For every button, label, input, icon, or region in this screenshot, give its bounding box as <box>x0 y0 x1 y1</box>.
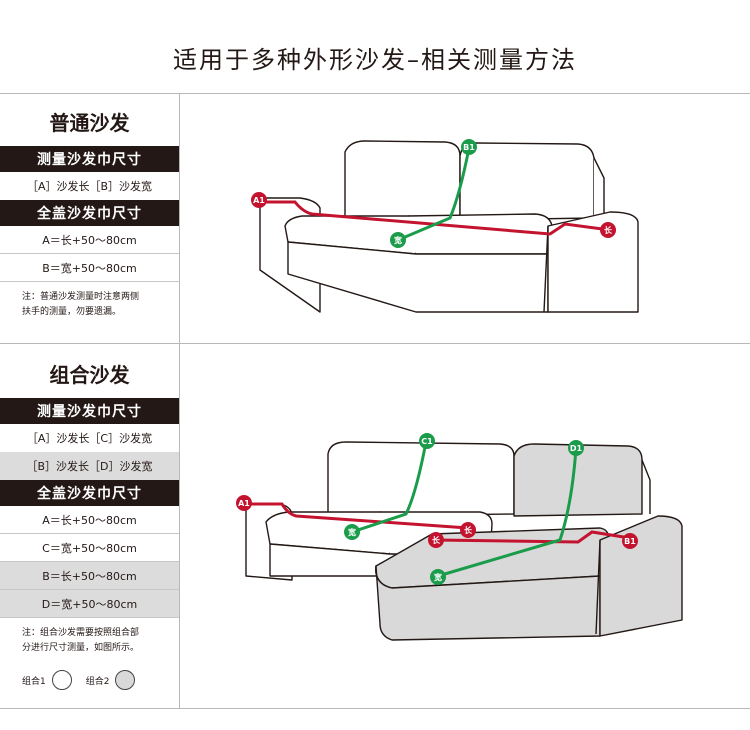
section1-panel: 普通沙发 测量沙发巾尺寸 ［A］沙发长［B］沙发宽 全盖沙发巾尺寸 A＝长+50… <box>0 96 179 320</box>
section2-note: 注：组合沙发需要按照组合部 分进行尺寸测量，如图所示。 <box>0 618 179 656</box>
legend-swatch-white <box>51 670 72 690</box>
combination-sofa-width-line-d <box>437 447 578 578</box>
regular-sofa-length-line <box>263 200 611 236</box>
section1-measure-bar: 测量沙发巾尺寸 <box>0 146 179 172</box>
combo-marker-a1-label: A1 <box>238 499 250 508</box>
marker-b1-label: B1 <box>463 143 475 152</box>
marker-width: 宽 <box>390 232 406 248</box>
section2-heading: 组合沙发 <box>49 362 130 387</box>
combo-marker-c1: C1 <box>419 433 435 449</box>
section1-row-a: A＝长+50～80cm <box>0 226 179 254</box>
divider-middle <box>0 343 750 344</box>
legend-label-1: 组合1 <box>22 676 46 687</box>
divider-top <box>0 93 750 94</box>
combo-marker-b1-label: B1 <box>624 537 636 546</box>
combo-marker-b1: B1 <box>622 533 638 549</box>
section1-note-line1: 注：普通沙发测量时注意两侧 <box>22 292 140 302</box>
marker-b1: B1 <box>461 139 477 155</box>
marker-length-label: 长 <box>604 225 613 235</box>
combo-marker-width-2: 宽 <box>430 569 446 585</box>
combination-sofa-length-line-a <box>246 502 469 530</box>
section1-measure-row: ［A］沙发长［B］沙发宽 <box>26 180 153 193</box>
section2-note-line2: 分进行尺寸测量，如图所示。 <box>22 643 140 653</box>
section2-cover-bar: 全盖沙发巾尺寸 <box>0 480 179 506</box>
combo-marker-c1-label: C1 <box>421 437 433 446</box>
marker-a1-dot <box>251 192 267 208</box>
section2-measure-row-1: ［A］沙发长［C］沙发宽 <box>26 432 153 445</box>
combo-marker-d1-dot <box>568 440 584 456</box>
combo-marker-d1: D1 <box>568 440 584 456</box>
combo-marker-a1-dot <box>236 495 252 511</box>
legend-label-2: 组合2 <box>85 676 110 687</box>
marker-width-label: 宽 <box>393 235 402 245</box>
combination-sofa-diagram: A1 C1 D1 宽 长 长 B1 宽 <box>236 433 683 641</box>
marker-length: 长 <box>600 222 616 238</box>
combo-marker-a1: A1 <box>236 495 252 511</box>
section1-row-b: B＝宽+50～80cm <box>0 254 179 282</box>
combination-sofa-length-line-b <box>435 530 631 544</box>
combo-marker-length-2-label: 长 <box>432 535 441 545</box>
combination-sofa-outline <box>245 441 683 641</box>
combo-marker-length-2-dot <box>428 532 444 548</box>
regular-sofa-width-line <box>397 147 471 242</box>
section2-row-c: C＝宽+50～80cm <box>0 534 179 562</box>
combo-marker-length-1-dot <box>460 522 476 538</box>
divider-bottom <box>0 708 750 709</box>
combo-marker-b1-dot <box>622 533 638 549</box>
marker-length-dot <box>600 222 616 238</box>
regular-sofa-diagram: A1 B1 宽 长 <box>251 139 639 313</box>
combo-marker-length-1: 长 <box>460 522 476 538</box>
page-title: 适用于多种外形沙发–相关测量方法 <box>173 46 577 74</box>
marker-width-dot <box>390 232 406 248</box>
section2-row-a: A＝长+50～80cm <box>0 506 179 534</box>
regular-sofa-outline <box>259 140 639 313</box>
section2-measure-row-2: ［B］沙发长［D］沙发宽 <box>0 452 179 480</box>
section2-row-b: B＝长+50～80cm <box>0 562 179 590</box>
divider-vertical <box>179 93 180 708</box>
section1-note: 注：普通沙发测量时注意两侧 扶手的测量，勿要遗漏。 <box>0 282 179 320</box>
section1-heading: 普通沙发 <box>49 110 130 135</box>
combo-marker-width-1-label: 宽 <box>347 527 356 537</box>
combination-sofa-width-line-c <box>351 441 428 534</box>
section1-cover-bar: 全盖沙发巾尺寸 <box>0 200 179 226</box>
legend-swatch-grey <box>115 670 136 690</box>
combo-marker-width-2-dot <box>430 569 446 585</box>
section1-note-line2: 扶手的测量，勿要遗漏。 <box>22 307 122 317</box>
section2-panel: 组合沙发 测量沙发巾尺寸 ［A］沙发长［C］沙发宽 ［B］沙发长［D］沙发宽 全… <box>0 348 179 690</box>
combo-marker-c1-dot <box>419 433 435 449</box>
combo-marker-length-2: 长 <box>428 532 444 548</box>
section2-row-d: D＝宽+50～80cm <box>0 590 179 618</box>
marker-a1: A1 <box>251 192 267 208</box>
marker-b1-dot <box>461 139 477 155</box>
section2-measure-bar: 测量沙发巾尺寸 <box>0 398 179 424</box>
legend: 组合1 组合2 <box>0 670 179 690</box>
combo-marker-d1-label: D1 <box>570 444 583 453</box>
marker-a1-label: A1 <box>253 196 265 205</box>
combo-marker-width-1-dot <box>344 524 360 540</box>
combo-marker-width-1: 宽 <box>344 524 360 540</box>
combo-marker-length-1-label: 长 <box>464 525 473 535</box>
section2-note-line1: 注：组合沙发需要按照组合部 <box>22 628 140 638</box>
combo-marker-width-2-label: 宽 <box>433 572 442 582</box>
